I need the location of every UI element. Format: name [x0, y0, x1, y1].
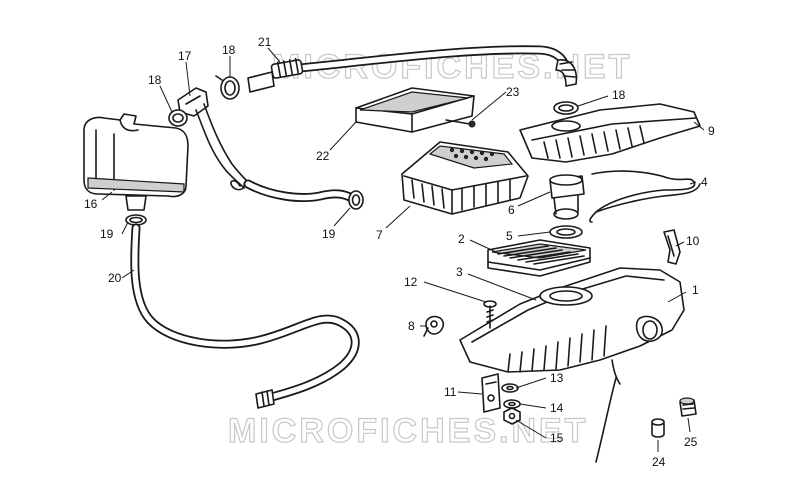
- watermark-bottom: MICROFICHES.NET: [228, 412, 588, 450]
- plug-24: [651, 418, 665, 438]
- callout-21: 21: [258, 35, 272, 49]
- callout-8: 8: [408, 319, 415, 333]
- leader-lines: [101, 47, 705, 452]
- callout-11: 11: [444, 385, 457, 399]
- breather-hose-short: [243, 179, 357, 203]
- callout-18-top: 18: [222, 43, 236, 57]
- callout-6: 6: [508, 203, 515, 217]
- clamp-18-tank: [168, 109, 188, 127]
- airbox-cover-22: [355, 87, 475, 133]
- washer-13: [501, 383, 519, 393]
- callout-19-right: 19: [322, 227, 336, 241]
- clamp-19-right: [348, 190, 364, 210]
- callout-15: 15: [550, 431, 564, 445]
- nut-15: [503, 407, 521, 425]
- upper-duct-9: [519, 103, 701, 163]
- callout-1: 1: [692, 283, 699, 297]
- clamp-18-top: [215, 75, 240, 100]
- callout-24: 24: [652, 455, 666, 469]
- filter-housing-lid-7: [401, 141, 529, 215]
- clamp-8: [423, 315, 445, 337]
- callout-23: 23: [506, 85, 520, 99]
- drain-hose-20: [130, 223, 360, 409]
- callout-16: 16: [84, 197, 98, 211]
- clamp-18-right: [553, 101, 579, 115]
- callout-19-left: 19: [100, 227, 114, 241]
- breather-hose-21: [247, 45, 578, 93]
- gasket-4: [589, 170, 701, 223]
- bracket-17: [177, 87, 249, 191]
- callout-7: 7: [376, 228, 383, 242]
- callout-2: 2: [458, 232, 465, 246]
- callout-5: 5: [506, 229, 513, 243]
- bracket-11: [481, 373, 501, 413]
- air-filter-2: [487, 239, 591, 277]
- washer-14: [503, 399, 521, 409]
- clip-10: [663, 229, 681, 265]
- screw-12: [483, 300, 497, 329]
- screw-23: [445, 119, 476, 128]
- callout-18-tank: 18: [148, 73, 162, 87]
- callout-13: 13: [550, 371, 564, 385]
- callout-3: 3: [456, 265, 463, 279]
- callout-14: 14: [550, 401, 564, 415]
- callout-10: 10: [686, 234, 700, 248]
- callout-4: 4: [701, 175, 708, 189]
- callout-17: 17: [178, 49, 192, 63]
- callout-labels: 1 2 3 4 5 6 7 8 9 10 11 12 13 14 15 16 1…: [84, 35, 715, 469]
- callout-9: 9: [708, 124, 715, 138]
- airbox-1: [459, 267, 685, 463]
- breather-tank-16: [83, 113, 189, 211]
- callout-22: 22: [316, 149, 330, 163]
- cap-25: [679, 397, 697, 417]
- callout-25: 25: [684, 435, 698, 449]
- callout-20: 20: [108, 271, 122, 285]
- valve-6: [549, 174, 585, 220]
- callout-18-right: 18: [612, 88, 626, 102]
- seal-5: [549, 225, 583, 239]
- callout-12: 12: [404, 275, 418, 289]
